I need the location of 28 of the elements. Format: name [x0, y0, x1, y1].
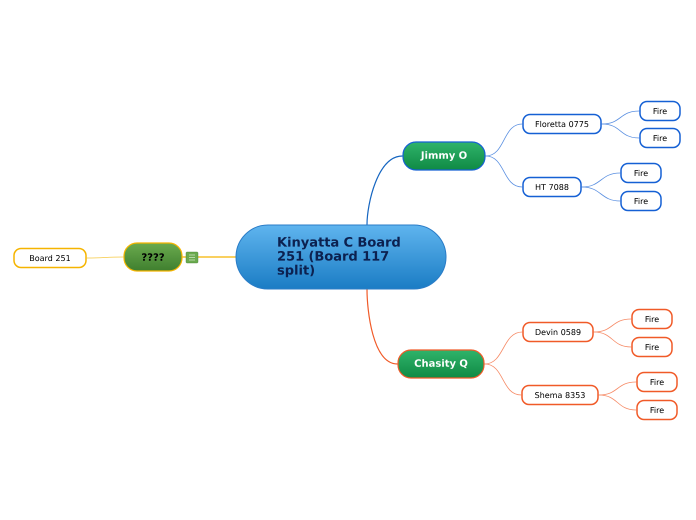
connector: [598, 394, 637, 410]
connector: [601, 124, 640, 138]
connector: [484, 364, 522, 396]
subtopic-box: Fire: [631, 308, 673, 330]
subtopic-box: Fire: [620, 190, 662, 212]
connector: [485, 156, 523, 188]
subtopic-box: Board 251: [13, 248, 87, 268]
subtopic-box: Fire: [639, 100, 681, 122]
central-topic-box: Kinyatta C Board 251 (Board 117 split): [236, 224, 446, 290]
connector: [593, 332, 632, 348]
subtopic-box: Shema 8353: [521, 384, 599, 406]
subtopic-box: Fire: [639, 128, 681, 148]
subtopic-box: Floretta 0775: [522, 114, 602, 134]
subtopic-box: HT 7088: [522, 176, 582, 198]
connector: [484, 332, 523, 364]
subtopic-box: Fire: [636, 400, 678, 420]
connector: [366, 290, 398, 365]
connector: [485, 124, 523, 156]
subtopic-box: Fire: [620, 162, 662, 184]
main-topic-box: ????: [123, 242, 183, 272]
connector: [366, 155, 402, 225]
connector: [86, 256, 124, 258]
subtopic-box: Devin 0589: [522, 322, 594, 342]
main-topic-box: Jimmy O: [402, 141, 486, 171]
connector: [581, 186, 621, 202]
subtopic-box: Fire: [636, 372, 678, 392]
subtopic-box: Fire: [631, 336, 673, 358]
main-topic-box: Chasity Q: [397, 349, 485, 379]
